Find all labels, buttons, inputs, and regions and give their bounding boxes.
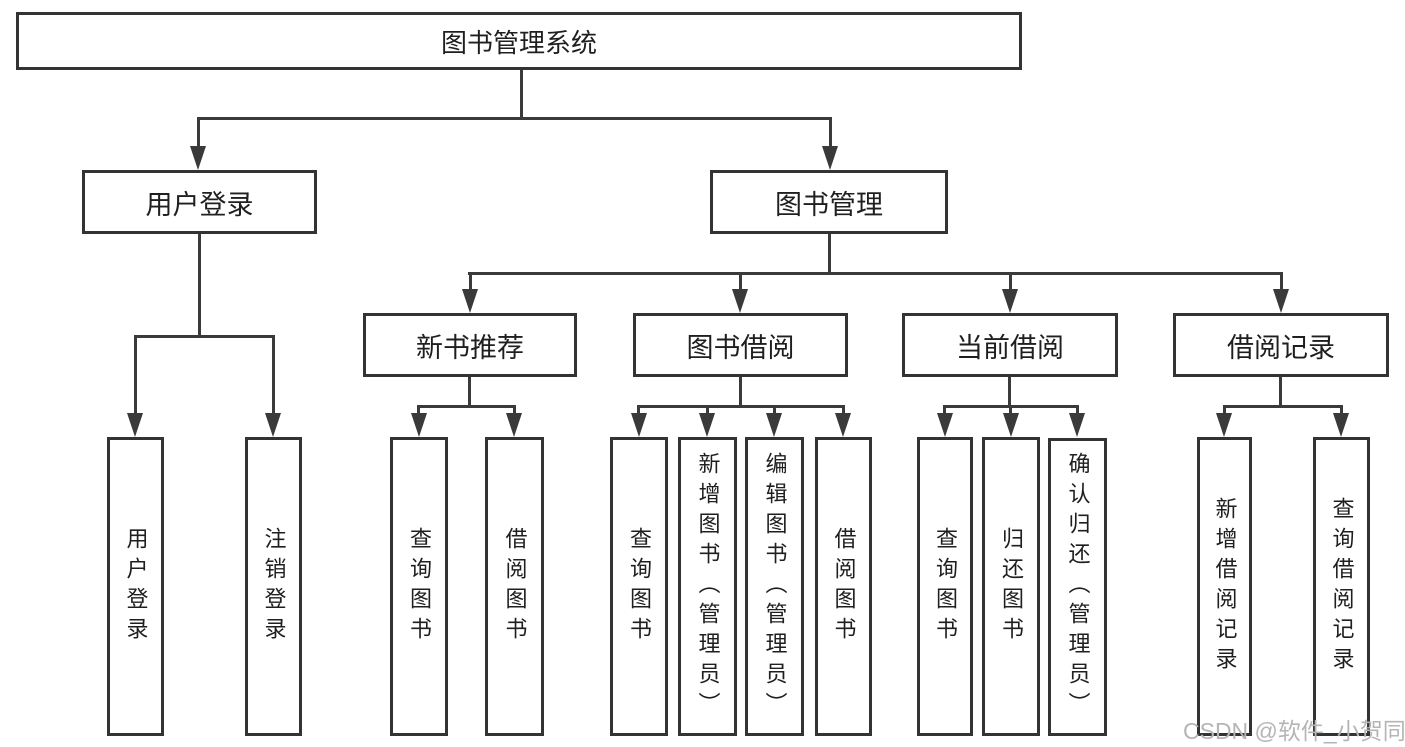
edge-line [197, 117, 200, 148]
edge-line [198, 234, 201, 337]
arrowhead [265, 413, 281, 437]
arrowhead [699, 413, 715, 437]
leaf-borrow-books-recommend: 借阅图书 [485, 437, 544, 736]
edge-line [272, 335, 275, 415]
edge-line [1223, 405, 1343, 408]
edge-line [1279, 377, 1282, 407]
edge-line [739, 272, 742, 291]
leaf-add-books-admin: 新增图书（管理员） [678, 437, 737, 736]
leaf-query-borrow-record: 查询借阅记录 [1313, 437, 1370, 736]
arrowhead [462, 289, 478, 313]
leaf-label: 编辑图书（管理员） [762, 451, 788, 722]
node-current-borrowing: 当前借阅 [902, 313, 1118, 377]
leaf-label: 借阅图书 [831, 526, 857, 647]
leaf-label: 查询图书 [407, 526, 432, 647]
edge-line [468, 272, 1282, 275]
edge-line [513, 405, 516, 415]
leaf-query-books-recommend: 查询图书 [390, 437, 448, 736]
leaf-add-borrow-record: 新增借阅记录 [1197, 437, 1252, 736]
node-book-management: 图书管理 [710, 170, 948, 234]
leaf-label: 新增借阅记录 [1212, 496, 1238, 677]
leaf-label: 用户登录 [123, 526, 149, 647]
node-label: 图书管理 [775, 189, 883, 220]
arrowhead [1333, 413, 1349, 437]
leaf-label: 注销登录 [261, 526, 287, 647]
arrowhead [835, 413, 851, 437]
node-library-management-system: 图书管理系统 [16, 12, 1022, 70]
edge-line [197, 117, 832, 120]
edge-line [1076, 405, 1079, 415]
edge-line [1223, 405, 1226, 415]
edge-line [418, 405, 516, 408]
arrowhead [190, 146, 206, 170]
leaf-borrow-books: 借阅图书 [815, 437, 872, 736]
node-label: 当前借阅 [956, 332, 1064, 363]
node-label: 用户登录 [145, 189, 254, 220]
edge-line [1280, 272, 1283, 291]
leaf-label: 归还图书 [999, 526, 1024, 647]
edge-line [706, 405, 709, 415]
arrowhead [631, 413, 647, 437]
arrowhead [127, 413, 143, 437]
csdn-watermark: CSDN @软件_小贺同学 [1183, 718, 1405, 744]
edge-line [1340, 405, 1343, 415]
leaf-edit-books-admin: 编辑图书（管理员） [745, 437, 804, 736]
arrowhead [732, 289, 748, 313]
node-borrowing-records: 借阅记录 [1173, 313, 1389, 377]
leaf-return-books: 归还图书 [982, 437, 1040, 736]
leaf-label: 确认归还（管理员） [1065, 452, 1091, 722]
edge-line [1009, 405, 1012, 415]
leaf-confirm-return-admin: 确认归还（管理员） [1048, 438, 1107, 736]
node-label: 图书管理系统 [440, 27, 597, 58]
leaf-user-login: 用户登录 [107, 437, 164, 736]
node-label: 图书借阅 [686, 332, 795, 363]
node-label: 借阅记录 [1227, 332, 1335, 363]
arrowhead [411, 413, 427, 437]
edge-line [637, 405, 640, 415]
edge-line [520, 70, 523, 119]
arrowhead [1003, 413, 1019, 437]
leaf-label: 借阅图书 [502, 526, 528, 647]
edge-line [417, 405, 420, 415]
edge-line [842, 405, 845, 415]
edge-line [773, 405, 776, 415]
arrowhead [822, 146, 838, 170]
leaf-label: 新增图书（管理员） [695, 451, 721, 722]
arrowhead [937, 413, 953, 437]
edge-line [1009, 272, 1012, 291]
leaf-query-books-borrow: 查询图书 [610, 437, 668, 736]
leaf-label: 查询借阅记录 [1329, 496, 1355, 677]
edge-line [468, 377, 471, 407]
leaf-logout-login: 注销登录 [245, 437, 302, 736]
edge-line [943, 405, 946, 415]
arrowhead [506, 413, 522, 437]
leaf-label: 查询图书 [933, 526, 958, 647]
node-book-borrowing: 图书借阅 [633, 313, 848, 377]
leaf-label: 查询图书 [627, 526, 652, 647]
arrowhead [766, 413, 782, 437]
arrowhead [1216, 413, 1232, 437]
leaf-query-books-current: 查询图书 [917, 437, 973, 736]
edge-line [739, 377, 742, 407]
edge-line [637, 405, 845, 408]
edge-line [134, 335, 275, 338]
node-user-login: 用户登录 [82, 170, 317, 234]
edge-line [134, 335, 137, 415]
edge-line [469, 272, 472, 291]
node-new-book-recommendation: 新书推荐 [363, 313, 577, 377]
node-label: 新书推荐 [416, 332, 524, 363]
edge-line [829, 117, 832, 148]
edge-line [828, 234, 831, 274]
edge-line [1008, 377, 1011, 407]
arrowhead [1069, 413, 1085, 437]
arrowhead [1002, 289, 1018, 313]
arrowhead [1273, 289, 1289, 313]
